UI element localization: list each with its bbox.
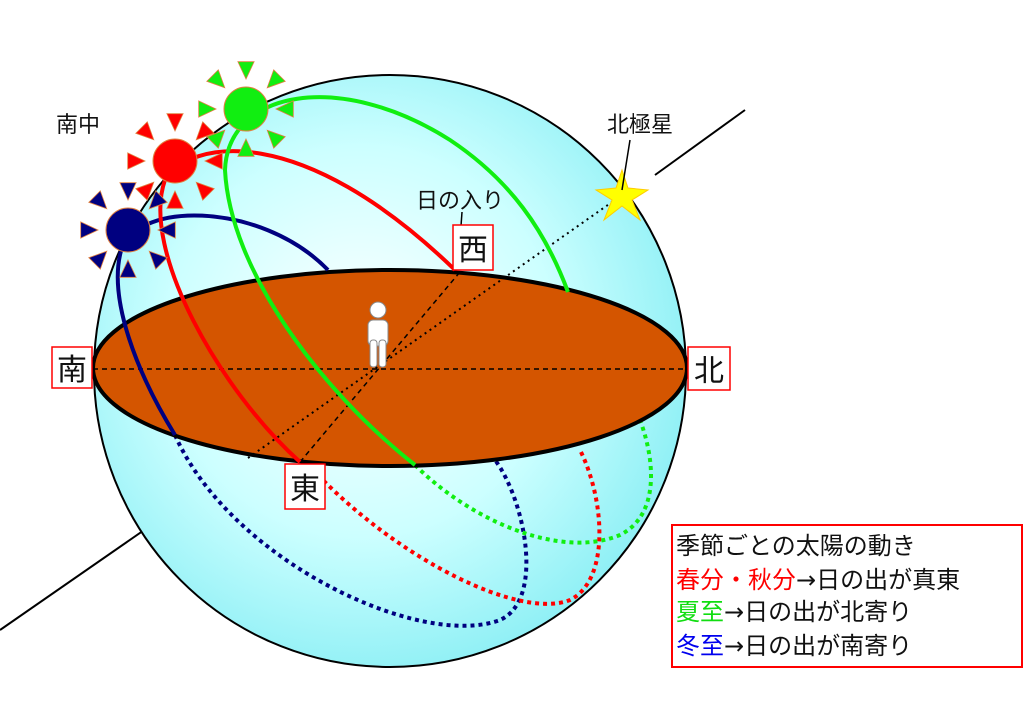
legend-arrow: →: [724, 632, 744, 660]
sun-disc: [105, 207, 151, 253]
sun-disc: [152, 138, 198, 184]
legend-title: 季節ごとの太陽の動き: [676, 532, 916, 560]
legend-row-winter: 冬至→日の出が南寄り: [676, 632, 912, 660]
sun-disc: [223, 86, 269, 132]
sun-ray: [198, 100, 217, 118]
sun-ray: [88, 250, 108, 270]
legend-season: 冬至: [676, 632, 724, 660]
north-box: [687, 346, 731, 391]
horizon-plane: [91, 268, 689, 468]
legend-season: 春分・秋分: [676, 566, 796, 594]
legend-arrow: →: [724, 598, 744, 626]
south-label: 南: [57, 353, 87, 388]
sun-ray: [166, 113, 184, 132]
west-label: 西: [458, 233, 488, 268]
polaris-star: [594, 168, 650, 222]
culmination-label: 南中: [56, 113, 100, 138]
summer-sun: [198, 61, 294, 157]
polaris-leader: [621, 139, 631, 191]
sun-ray: [119, 259, 137, 278]
sun-ray: [166, 190, 184, 209]
sunset-label: 日の入り: [416, 189, 504, 214]
sun-ray: [80, 221, 99, 239]
sun-ray: [206, 69, 226, 89]
legend-row-summer: 夏至→日の出が北寄り: [676, 598, 912, 626]
legend-box: [671, 524, 1023, 668]
sun-ray: [135, 181, 155, 201]
observer-figure: [367, 301, 389, 368]
legend-text: 日の出が南寄り: [744, 632, 912, 660]
legend-row-equinox: 春分・秋分→日の出が真東: [676, 566, 960, 594]
sun-ray: [88, 190, 108, 210]
winter-path-above: [115, 213, 330, 437]
sun-ray: [148, 250, 168, 270]
sun-ray: [237, 61, 255, 80]
winter-sun: [80, 182, 176, 278]
north-label: 北: [694, 354, 724, 389]
polar-axis-inner: [247, 194, 623, 459]
sun-ray: [119, 182, 137, 201]
sun-ray: [266, 69, 286, 89]
sun-ray: [275, 100, 294, 118]
sun-ray: [135, 121, 155, 141]
sun-ray: [157, 221, 176, 239]
equinox-sun: [127, 113, 223, 209]
legend: 季節ごとの太陽の動き 春分・秋分→日の出が真東 夏至→日の出が北寄り 冬至→日の…: [671, 524, 1023, 668]
east-label: 東: [290, 472, 320, 507]
summer-path-below: [413, 419, 654, 545]
sun-ray: [266, 129, 286, 149]
equinox-path-below: [316, 449, 602, 606]
legend-season: 夏至: [676, 598, 724, 626]
winter-path-below: [173, 434, 529, 628]
sun-ray: [148, 190, 168, 210]
sun-ray: [127, 152, 146, 170]
sun-ray: [195, 121, 215, 141]
sun-ray: [206, 129, 226, 149]
sun-ray: [237, 138, 255, 157]
legend-text: 日の出が北寄り: [744, 598, 912, 626]
sun-ray: [195, 181, 215, 201]
south-box: [51, 346, 93, 389]
polar-axis-upper: [654, 109, 746, 176]
polaris-label: 北極星: [607, 113, 673, 138]
legend-arrow: →: [796, 566, 816, 594]
legend-text: 日の出が真東: [816, 566, 960, 594]
sun-ray: [204, 152, 223, 170]
west-box: [452, 224, 494, 271]
east-box: [284, 463, 326, 510]
